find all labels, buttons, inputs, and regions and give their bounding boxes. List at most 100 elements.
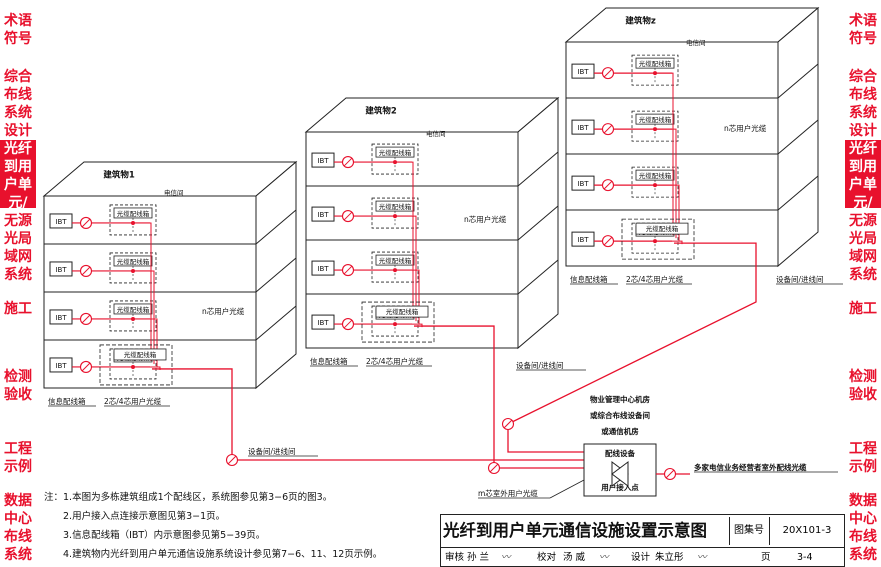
building-2-splice-dot	[393, 322, 397, 327]
sidebar-tab-7[interactable]: 工程示例	[4, 441, 32, 475]
building-2-side-line	[517, 205, 559, 241]
diagram-area: 建筑物1IBT光缆配线箱IBT光缆配线箱IBT光缆配线箱IBT光缆配线箱建筑物2…	[38, 2, 843, 564]
sidebar-tab-4[interactable]: 无源光局域网系统	[4, 213, 32, 283]
building-1-fiber-box	[109, 300, 157, 332]
building-2-side-line	[517, 151, 559, 187]
building-1-ibt-label: IBT	[55, 314, 67, 322]
title-block: 光纤到用户单元通信设施设置示意图 图集号 20X101-3 审核 孙 兰 〰 校…	[440, 514, 845, 567]
sidebar-tab-5[interactable]: 施工	[4, 301, 32, 317]
building-1-equip-room: 设备间/进线间	[248, 446, 296, 456]
building-z-riser-0	[672, 72, 674, 236]
building-2-main-box	[361, 301, 435, 343]
building-z-core24-label: 2芯/4芯用户光缆	[626, 274, 684, 284]
note-4: 4.建筑物内光纤到用户单元通信设施系统设计参见第7−6、11、12页示例。	[63, 549, 383, 560]
distribution-equipment-label: 配线设备	[605, 448, 635, 458]
building-z-fiber-box	[631, 54, 679, 86]
sidebar-tab-8[interactable]: 数据中心布线系统	[4, 493, 32, 563]
drawing-title: 光纤到用户单元通信设施设置示意图	[443, 521, 707, 540]
building-z-connector-slash	[603, 68, 613, 78]
sidebar-tab-6[interactable]: 检测验收	[849, 369, 877, 403]
sidebar-tab-2[interactable]: 综合布线系统设计	[4, 69, 32, 139]
building-2-fiber-box	[371, 251, 419, 283]
building-1-splice-dot	[131, 220, 135, 225]
designer-name: 朱立彤	[655, 552, 684, 563]
building-z-ibt-label: IBT	[577, 236, 589, 244]
building-2-outdoor-fiber	[414, 325, 594, 469]
building-2-fiber-box-label: 光缆配线箱	[379, 202, 412, 211]
building-1-outdoor-fiber	[152, 368, 594, 461]
building-z-ibt-box	[571, 63, 595, 79]
building-2-info-box-label: 信息配线箱	[310, 356, 348, 366]
check-label: 校对	[537, 552, 557, 563]
sidebar-tab-2[interactable]: 综合布线系统设计	[849, 69, 877, 139]
building-1-fiber-box	[109, 252, 157, 284]
building-z-ibt-label: IBT	[577, 124, 589, 132]
building-1-ibt-box	[49, 309, 73, 325]
building-2-fiber-box	[371, 143, 419, 175]
building-1-main-box	[99, 344, 173, 386]
sidebar-tab-4[interactable]: 无源光局域网系统	[849, 213, 877, 283]
building-2-splice-dot	[393, 160, 397, 165]
building-2-main-box-frame	[375, 305, 429, 318]
building-z-ibt-box	[571, 175, 595, 191]
building-z-splice-dot	[653, 71, 657, 76]
sidebar-tab-6[interactable]: 检测验收	[4, 369, 32, 403]
building-1-splice-dot	[131, 364, 135, 369]
building-2-ibt-box	[311, 260, 335, 276]
building-2-side-line	[517, 259, 559, 295]
sidebar-tab-3[interactable]: 光纤到用户单元/户	[845, 140, 881, 229]
building-z-fiber-box	[631, 110, 679, 142]
building-2-splice-dot	[393, 214, 397, 219]
sidebar-tab-3[interactable]: 光纤到用户单元/户	[0, 140, 36, 229]
splitter-right	[611, 461, 629, 487]
center-room-line-1: 物业管理中心机房	[590, 394, 650, 404]
building-z-main-box	[621, 218, 695, 260]
sidebar-tab-5[interactable]: 施工	[849, 301, 877, 317]
sidebar-tab-1[interactable]: 术语符号	[4, 13, 32, 47]
building-z-ibt-box	[571, 119, 595, 135]
building-2-ibt-box	[311, 206, 335, 222]
center-room-line-2: 或综合布线设备间	[590, 410, 650, 420]
building-1-side-line	[255, 257, 297, 293]
building-2-telecom-room: 电信间	[426, 129, 446, 138]
building-z-side-line	[777, 175, 819, 211]
building-z-side-line	[777, 119, 819, 155]
sidebar-tab-1[interactable]: 术语符号	[849, 13, 877, 47]
building-z-outdoor-fiber	[507, 242, 757, 453]
building-1-splice-dot	[131, 316, 135, 321]
building-2-connector-slash	[343, 157, 353, 167]
building-2-ibt-label: IBT	[317, 211, 329, 219]
building-2-connector-slash	[343, 319, 353, 329]
sidebar-tab-7[interactable]: 工程示例	[849, 441, 877, 475]
atlas-label: 图集号	[729, 517, 768, 545]
building-1-ibt-box	[49, 261, 73, 277]
building-1-connector-slash	[81, 266, 91, 276]
building-1-splice-dot	[131, 268, 135, 273]
building-1-core24-label: 2芯/4芯用户光缆	[104, 396, 162, 406]
building-2: 建筑物2IBT光缆配线箱IBT光缆配线箱IBT光缆配线箱IBT光缆配线箱	[304, 96, 560, 350]
building-z-fiber-box-label: 光缆配线箱	[639, 59, 672, 68]
building-z-telecom-room: 电信间	[686, 38, 706, 47]
note-3: 3.信息配线箱（IBT）内示意图参见第5−39页。	[63, 530, 266, 541]
sidebar-tab-8[interactable]: 数据中心布线系统	[849, 493, 877, 563]
building-z-connector-slash	[603, 124, 613, 134]
system-diagram: 建筑物1IBT光缆配线箱IBT光缆配线箱IBT光缆配线箱IBT光缆配线箱建筑物2…	[42, 6, 843, 499]
building-2-outdoor-connector-slash	[489, 463, 499, 473]
building-z-splice-dot	[653, 127, 657, 132]
building-1-connector-slash	[81, 314, 91, 324]
building-2-fiber-box	[371, 197, 419, 229]
building-1-telecom-room: 电信间	[164, 188, 184, 197]
building-1-riser-1	[150, 270, 155, 364]
building-z-riser-1	[672, 128, 677, 239]
building-z-equip-room: 设备间/进线间	[776, 274, 824, 284]
building-z-ibt-label: IBT	[577, 180, 589, 188]
building-z-connector-slash	[603, 236, 613, 246]
building-1-side-line	[255, 209, 297, 245]
building-1-main-box-frame	[113, 348, 167, 361]
building-z-fiber-box-label-frame	[635, 57, 675, 69]
building-z-name: 建筑物z	[624, 15, 656, 26]
building-1-side-line	[255, 305, 297, 341]
checker-name: 汤 威	[563, 552, 586, 563]
building-1-ibt-box	[49, 357, 73, 373]
